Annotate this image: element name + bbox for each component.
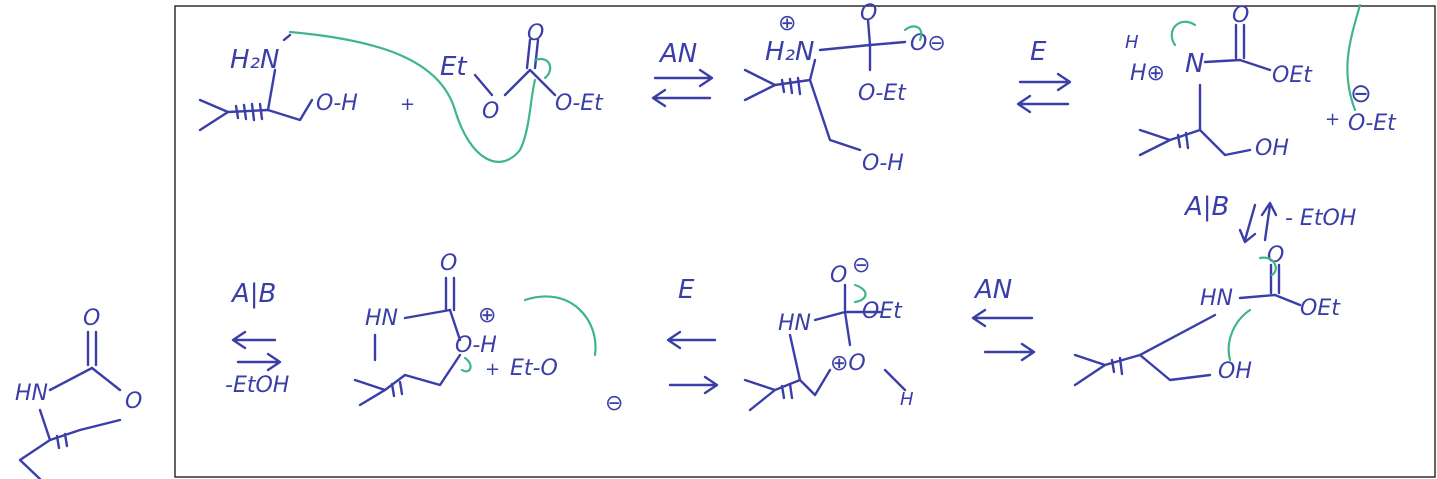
product-carbonyl-oxygen: O xyxy=(83,306,100,331)
tetra1-top-oxygen: O xyxy=(860,1,877,26)
carbamate1-oh: OH xyxy=(1255,136,1289,161)
step5-reverse-arrow xyxy=(666,330,717,350)
step6-forward-arrow xyxy=(236,352,282,372)
tetra1-hydroxyl: O-H xyxy=(862,151,904,176)
collapse-arrow-2 xyxy=(853,283,867,304)
step6-side-label: -EtOH xyxy=(225,373,289,398)
tetrahedral-intermediate-1: ⊕ H₂N O O⊖ O-Et O-H xyxy=(743,1,946,176)
oxonium-arrow xyxy=(460,356,472,373)
cyclization-arrow xyxy=(1227,308,1252,362)
diethyl-carbonate-molecule: Et O O O-Et xyxy=(440,21,604,124)
hydroxyl-label: O-H xyxy=(316,91,358,116)
tetra2-hn: HN xyxy=(778,311,811,336)
step3-side-label: - EtOH xyxy=(1285,206,1356,231)
carbamate2-oh: OH xyxy=(1218,359,1252,384)
step1-label: AN xyxy=(658,39,697,69)
base-arrow xyxy=(1346,3,1362,112)
ester-oxygen-ethyl: O-Et xyxy=(555,91,604,116)
step1-reverse-arrow xyxy=(651,88,712,108)
tetra1-ethoxy: O-Et xyxy=(858,81,907,106)
step3-label: A|B xyxy=(1183,192,1229,222)
cyclic-hn: HN xyxy=(365,306,398,331)
aminoalcohol-molecule: H₂N O-H xyxy=(198,33,358,132)
cyclic-oxonium-charge: ⊕ xyxy=(478,303,496,328)
step4-forward-arrow xyxy=(983,342,1036,362)
tetra2-oet: OEt xyxy=(862,299,903,324)
plus-sign-1: + xyxy=(400,94,415,115)
plus-sign-2: + xyxy=(1325,109,1340,130)
cyclic-oh: O-H xyxy=(455,333,497,358)
tetrahedral-intermediate-2: O ⊖ HN OEt ⊕O H xyxy=(743,253,914,412)
deprotonation-arrow xyxy=(1170,20,1197,47)
oxazolidinone-product: O HN O xyxy=(15,306,142,479)
product-hn: HN xyxy=(15,381,48,406)
cyclic-protonated-carbamate: O HN ⊕ O-H + Et-O ⊖ xyxy=(353,251,623,416)
tetra2-oxygen: O xyxy=(830,263,847,288)
proton-transfer-arrow xyxy=(523,295,597,357)
carbamate2-carbonyl-oxygen: O xyxy=(1267,243,1284,268)
ethoxide-label: O-Et xyxy=(1348,111,1397,136)
step2-forward-arrow xyxy=(1018,72,1072,92)
step2-reverse-arrow xyxy=(1016,94,1070,114)
step1-forward-arrow xyxy=(653,68,714,88)
product-ring-oxygen: O xyxy=(125,389,142,414)
step4-reverse-arrow xyxy=(971,308,1034,328)
tetra2-h: H xyxy=(900,389,914,410)
step4-label: AN xyxy=(973,275,1012,305)
step6-label: A|B xyxy=(230,279,276,309)
carbamate2-hn: HN xyxy=(1200,286,1233,311)
collapse-arrow-1 xyxy=(903,25,923,42)
carbonyl-oxygen: O xyxy=(527,21,544,46)
tetra1-amine-label: H₂N xyxy=(765,37,814,67)
carbamate1-hplus: H⊕ xyxy=(1130,61,1165,86)
ammonium-charge: ⊕ xyxy=(778,11,796,36)
carbamate1-carbonyl-oxygen: O xyxy=(1232,3,1249,28)
ethoxide-row2-charge: ⊖ xyxy=(605,391,623,416)
cyclic-top-oxygen: O xyxy=(440,251,457,276)
tetra2-minus: ⊖ xyxy=(852,253,870,278)
attack-arrow-1 xyxy=(288,30,537,163)
ethoxide-row2: Et-O xyxy=(510,356,558,381)
step5-forward-arrow xyxy=(668,375,719,395)
amine-label: H₂N xyxy=(230,45,279,75)
carbonyl-push-arrow-2 xyxy=(1258,256,1277,277)
carbonyl-push-arrow xyxy=(533,57,552,80)
step3-up-arrow xyxy=(1260,201,1278,242)
step3-down-arrow xyxy=(1238,203,1257,244)
carbamate1-h: H xyxy=(1125,32,1139,53)
step5-label: E xyxy=(678,275,695,305)
ester-oxygen-1: O xyxy=(482,99,499,124)
step6-reverse-arrow xyxy=(231,330,277,350)
protonated-carbamate: H H⊕ N O OEt OH + ⊖ O-Et xyxy=(1125,3,1397,161)
step2-label: E xyxy=(1030,37,1047,67)
ethoxide-charge: ⊖ xyxy=(1350,79,1372,109)
carbamate1-oet: OEt xyxy=(1272,63,1313,88)
mechanism-frame xyxy=(174,5,1436,478)
neutral-carbamate: HN O OEt OH xyxy=(1073,243,1341,387)
carbamate2-oet: OEt xyxy=(1300,296,1341,321)
tetra1-alkoxide: O⊖ xyxy=(910,31,946,56)
plus-sign-3: + xyxy=(485,359,500,380)
tetra2-oplus: ⊕O xyxy=(830,351,866,376)
carbamate1-n: N xyxy=(1185,49,1204,79)
ethyl-left-label: Et xyxy=(440,52,467,82)
